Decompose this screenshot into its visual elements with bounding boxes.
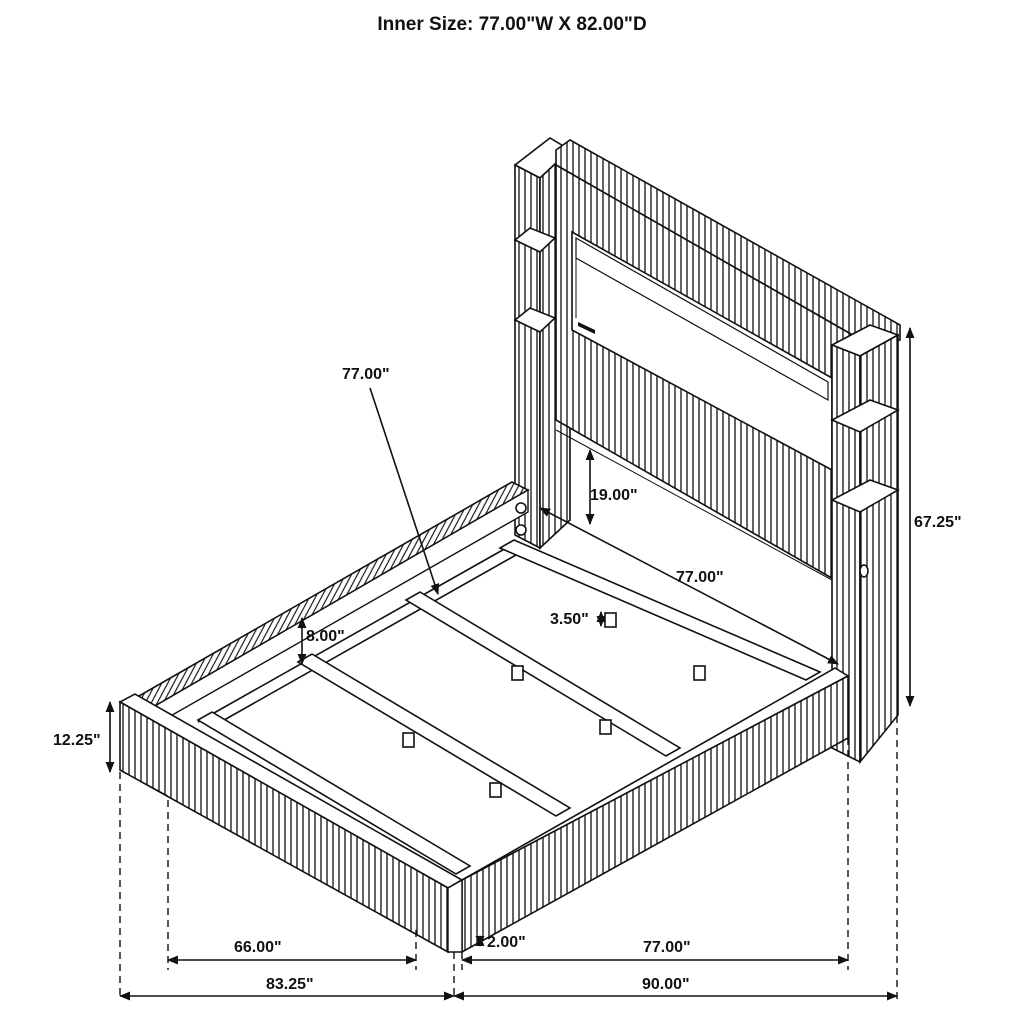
dim-rail-height: 12.25" xyxy=(53,732,101,749)
dim-overall-width: 90.00" xyxy=(642,976,690,993)
dim-slat-length: 77.00" xyxy=(342,366,390,383)
dim-headboard-clearance: 19.00" xyxy=(590,487,638,504)
dim-overall-height: 67.25" xyxy=(914,514,962,531)
dim-slat-height: 3.50" xyxy=(550,611,589,628)
dim-inner-length: 66.00" xyxy=(234,939,282,956)
side-rail-right xyxy=(461,674,849,954)
diagram-title: Inner Size: 77.00"W X 82.00"D xyxy=(377,14,647,35)
left-side-rail xyxy=(130,481,530,723)
dim-base-gap: 2.00" xyxy=(487,934,526,951)
dim-rail-clearance: 8.00" xyxy=(306,628,345,645)
dim-inner-width-top: 77.00" xyxy=(676,569,724,586)
dim-overall-length: 83.25" xyxy=(266,976,314,993)
dimension-lines xyxy=(105,326,915,1001)
usb-port-icon xyxy=(859,564,869,578)
headboard xyxy=(513,137,901,765)
front-rails xyxy=(118,667,850,954)
dim-inner-width-bottom: 77.00" xyxy=(643,939,691,956)
